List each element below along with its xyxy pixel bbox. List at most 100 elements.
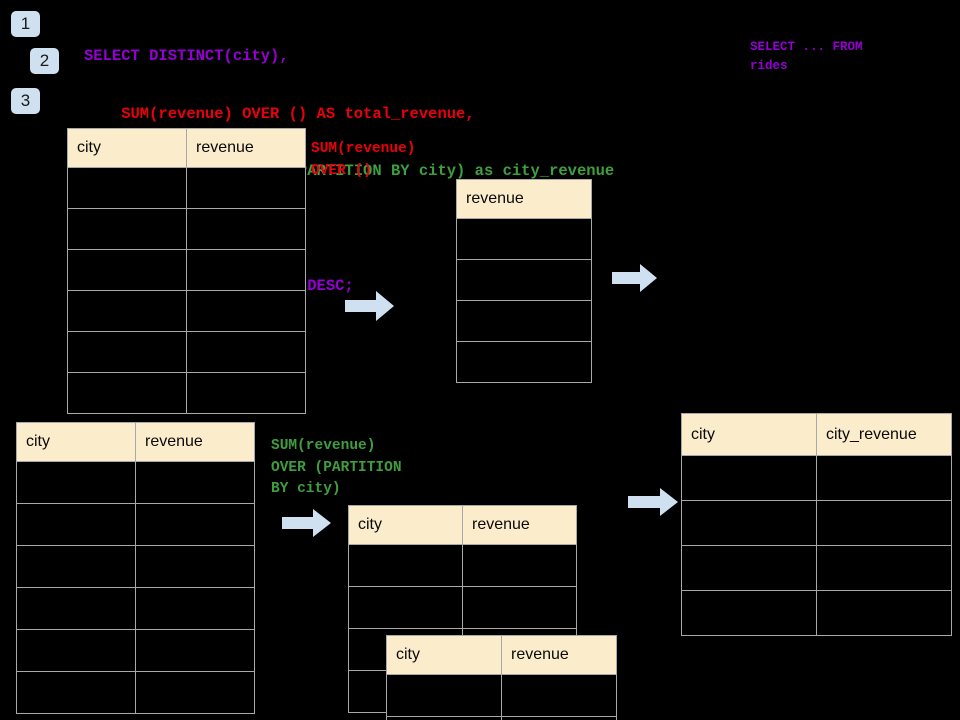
- table-cell: [67, 372, 187, 414]
- table-cell: [67, 331, 187, 373]
- arrow-right-icon-4: [628, 488, 678, 516]
- table-cell: [135, 503, 255, 546]
- table-cell: [186, 249, 306, 291]
- table-result: city city_revenue: [681, 413, 952, 636]
- table-cell: [186, 331, 306, 373]
- table-cell: [816, 500, 952, 546]
- column-header-revenue: revenue: [462, 505, 577, 545]
- table-cell: [67, 290, 187, 332]
- step-badge-2: 2: [30, 48, 59, 74]
- table-row: [67, 372, 306, 414]
- annotation-select-from-rides: SELECT ... FROM rides: [750, 40, 863, 73]
- table-row: [16, 671, 255, 714]
- table-cell: [348, 544, 463, 587]
- table-row: [456, 300, 592, 342]
- column-header-revenue: revenue: [135, 422, 255, 462]
- table-cell: [135, 461, 255, 504]
- table-cell: [501, 716, 617, 720]
- table-row: [456, 259, 592, 301]
- table-source-bottom: city revenue: [16, 422, 255, 714]
- table-cell: [16, 629, 136, 672]
- column-header-city: city: [348, 505, 463, 545]
- table-cell: [16, 461, 136, 504]
- table-header-row: city revenue: [348, 505, 577, 545]
- column-header-city: city: [67, 128, 187, 168]
- table-header-row: city city_revenue: [681, 413, 952, 456]
- column-header-revenue: revenue: [501, 635, 617, 675]
- table-cell: [186, 290, 306, 332]
- column-header-revenue: revenue: [186, 128, 306, 168]
- table-cell: [681, 500, 817, 546]
- table-row: [67, 290, 306, 332]
- table-row: [16, 461, 255, 504]
- table-row: [456, 341, 592, 383]
- table-row: [348, 586, 577, 629]
- table-cell: [456, 259, 592, 301]
- table-cell: [67, 208, 187, 250]
- table-row: [681, 545, 952, 591]
- column-header-city-revenue: city_revenue: [816, 413, 952, 456]
- step-badge-1: 1: [11, 11, 40, 37]
- table-row: [681, 590, 952, 636]
- table-row: [16, 587, 255, 630]
- table-cell: [386, 674, 502, 717]
- table-cell: [16, 587, 136, 630]
- table-cell: [135, 545, 255, 588]
- table-cell: [816, 455, 952, 501]
- table-cell: [135, 587, 255, 630]
- table-header-row: city revenue: [16, 422, 255, 462]
- arrow-right-icon-3: [282, 509, 331, 537]
- table-cell: [135, 629, 255, 672]
- table-cell: [186, 167, 306, 209]
- table-row: [67, 249, 306, 291]
- table-cell: [16, 671, 136, 714]
- table-cell: [386, 716, 502, 720]
- table-header-row: revenue: [456, 179, 592, 219]
- table-cell: [681, 545, 817, 591]
- table-cell: [681, 590, 817, 636]
- table-cell: [681, 455, 817, 501]
- table-cell: [135, 671, 255, 714]
- step-badge-3: 3: [11, 88, 40, 114]
- table-cell: [456, 218, 592, 260]
- table-cell: [16, 503, 136, 546]
- table-total-revenue: revenue: [456, 179, 592, 383]
- table-row: [16, 545, 255, 588]
- table-row: [67, 331, 306, 373]
- table-row: [348, 544, 577, 587]
- table-cell: [462, 586, 577, 629]
- table-cell: [67, 167, 187, 209]
- annotation-sum-over-empty: SUM(revenue) OVER (): [311, 141, 416, 179]
- table-row: [16, 629, 255, 672]
- sql-line-select: SELECT DISTINCT(city),: [84, 47, 289, 65]
- column-header-revenue: revenue: [456, 179, 592, 219]
- table-row: [386, 716, 617, 720]
- table-row: [681, 500, 952, 546]
- table-cell: [186, 208, 306, 250]
- column-header-city: city: [16, 422, 136, 462]
- table-cell: [816, 590, 952, 636]
- table-header-row: city revenue: [67, 128, 306, 168]
- sql-line-total-revenue: SUM(revenue) OVER () AS total_revenue,: [84, 104, 475, 123]
- table-row: [386, 674, 617, 717]
- table-cell: [462, 544, 577, 587]
- table-cell: [186, 372, 306, 414]
- table-row: [67, 167, 306, 209]
- table-cell: [348, 586, 463, 629]
- table-row: [67, 208, 306, 250]
- table-partition-front: city revenue: [386, 635, 617, 720]
- table-cell: [16, 545, 136, 588]
- table-row: [16, 503, 255, 546]
- arrow-right-icon-1: [345, 291, 394, 321]
- table-cell: [816, 545, 952, 591]
- arrow-right-icon-2: [612, 264, 657, 292]
- table-cell: [501, 674, 617, 717]
- table-header-row: city revenue: [386, 635, 617, 675]
- table-source-top: city revenue: [67, 128, 306, 414]
- column-header-city: city: [386, 635, 502, 675]
- table-row: [681, 455, 952, 501]
- table-cell: [456, 300, 592, 342]
- table-cell: [67, 249, 187, 291]
- table-row: [456, 218, 592, 260]
